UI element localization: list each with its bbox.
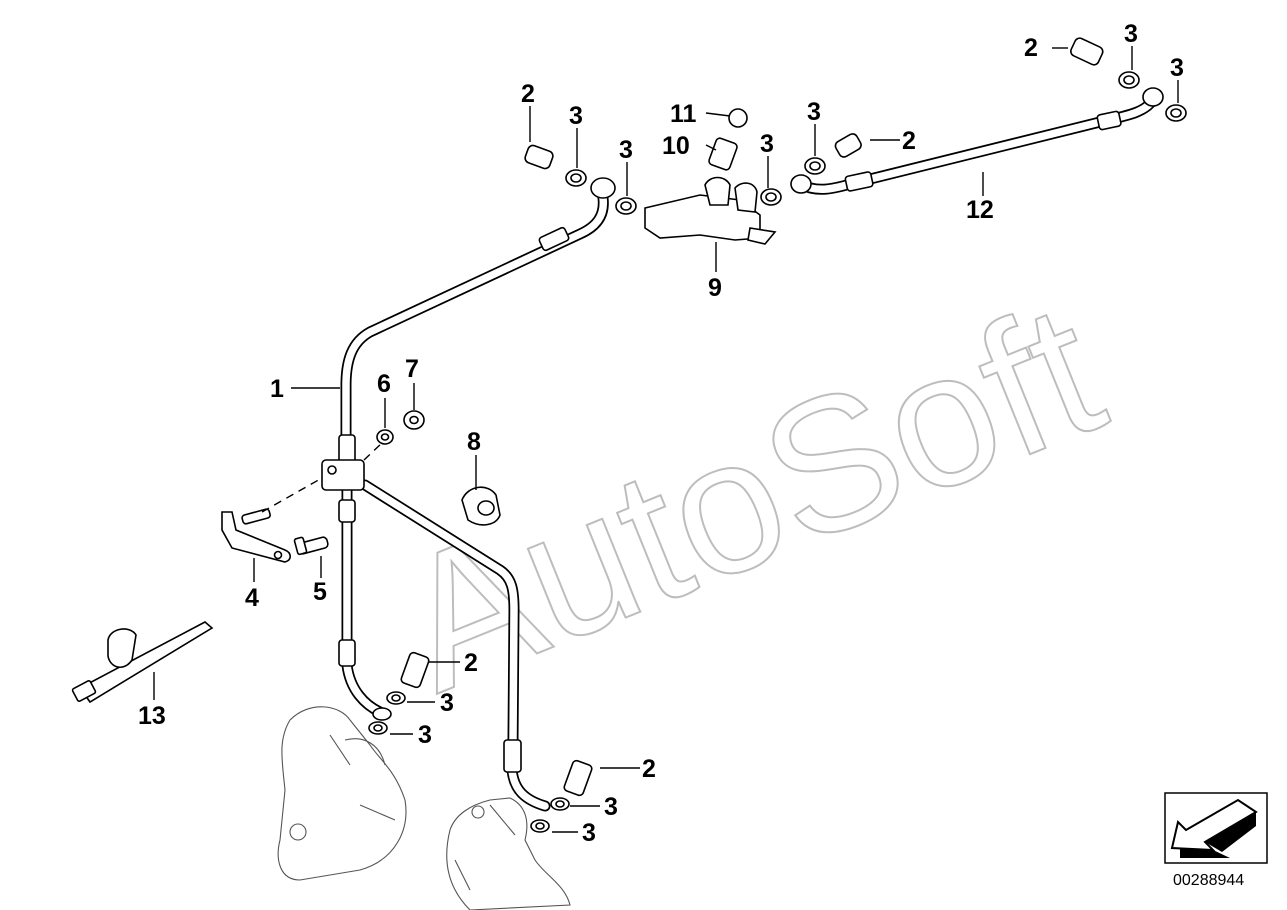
callout-13: 13 [138, 702, 166, 730]
part-7-nut [403, 410, 425, 430]
part-2-banjo-bolt-lower-right [563, 759, 593, 797]
part-8-clip [461, 486, 501, 526]
right-caliper-sketch [446, 797, 571, 910]
callout-2-lower-left: 2 [464, 649, 478, 677]
part-3-seal-rings [368, 71, 1187, 833]
brake-hose-1 [338, 177, 616, 721]
callout-3-e: 3 [1124, 20, 1138, 48]
hose-junction-block [321, 459, 365, 491]
part-4-bracket [221, 508, 292, 563]
callout-9: 9 [708, 274, 722, 302]
callout-3-h: 3 [418, 721, 432, 749]
callouts: 1 6 7 8 4 5 13 9 10 11 12 2 3 3 3 3 2 2 … [138, 20, 1184, 847]
callout-5: 5 [313, 578, 327, 606]
callout-11: 11 [670, 100, 697, 128]
part-2-banjo-bolt-top-right [1070, 37, 1104, 66]
orientation-box [1164, 792, 1268, 864]
callout-3-f: 3 [1170, 54, 1184, 82]
part-2-banjo-bolt-top-left [524, 144, 554, 170]
callout-3-g: 3 [440, 689, 454, 717]
brake-hose-branch [359, 479, 551, 812]
part-10-bleed-screw [708, 137, 738, 171]
callout-8: 8 [467, 428, 481, 456]
reference-number: 00288944 [1173, 872, 1244, 889]
callout-10: 10 [662, 132, 690, 160]
callout-3-c: 3 [760, 130, 774, 158]
direction-arrow-icon [1170, 798, 1258, 858]
part-6-washer [376, 429, 394, 445]
callout-7: 7 [405, 355, 419, 383]
callout-4: 4 [245, 584, 259, 612]
callout-3-i: 3 [604, 793, 618, 821]
part-9-distributor [644, 176, 777, 245]
brake-hose-12 [790, 87, 1164, 195]
callout-2-top-mid: 2 [902, 127, 916, 155]
left-caliper-sketch [277, 706, 407, 881]
callout-6: 6 [377, 370, 391, 398]
part-5-bolt [293, 536, 329, 556]
callout-12: 12 [966, 196, 994, 224]
part-2-banjo-bolt-top-mid [834, 133, 862, 158]
callout-2-top-left: 2 [521, 80, 535, 108]
callout-1: 1 [270, 375, 284, 403]
part-13-cable-tie [71, 621, 214, 704]
callout-2-top-right: 2 [1024, 34, 1038, 62]
callout-3-d: 3 [807, 98, 821, 126]
part-2-banjo-bolt-lower-left [400, 651, 430, 689]
callout-3-j: 3 [582, 819, 596, 847]
leader-lines [153, 46, 1179, 833]
callout-3-a: 3 [569, 102, 583, 130]
part-11-cap [728, 108, 748, 128]
callout-2-lower-right: 2 [642, 755, 656, 783]
callout-3-b: 3 [619, 136, 633, 164]
